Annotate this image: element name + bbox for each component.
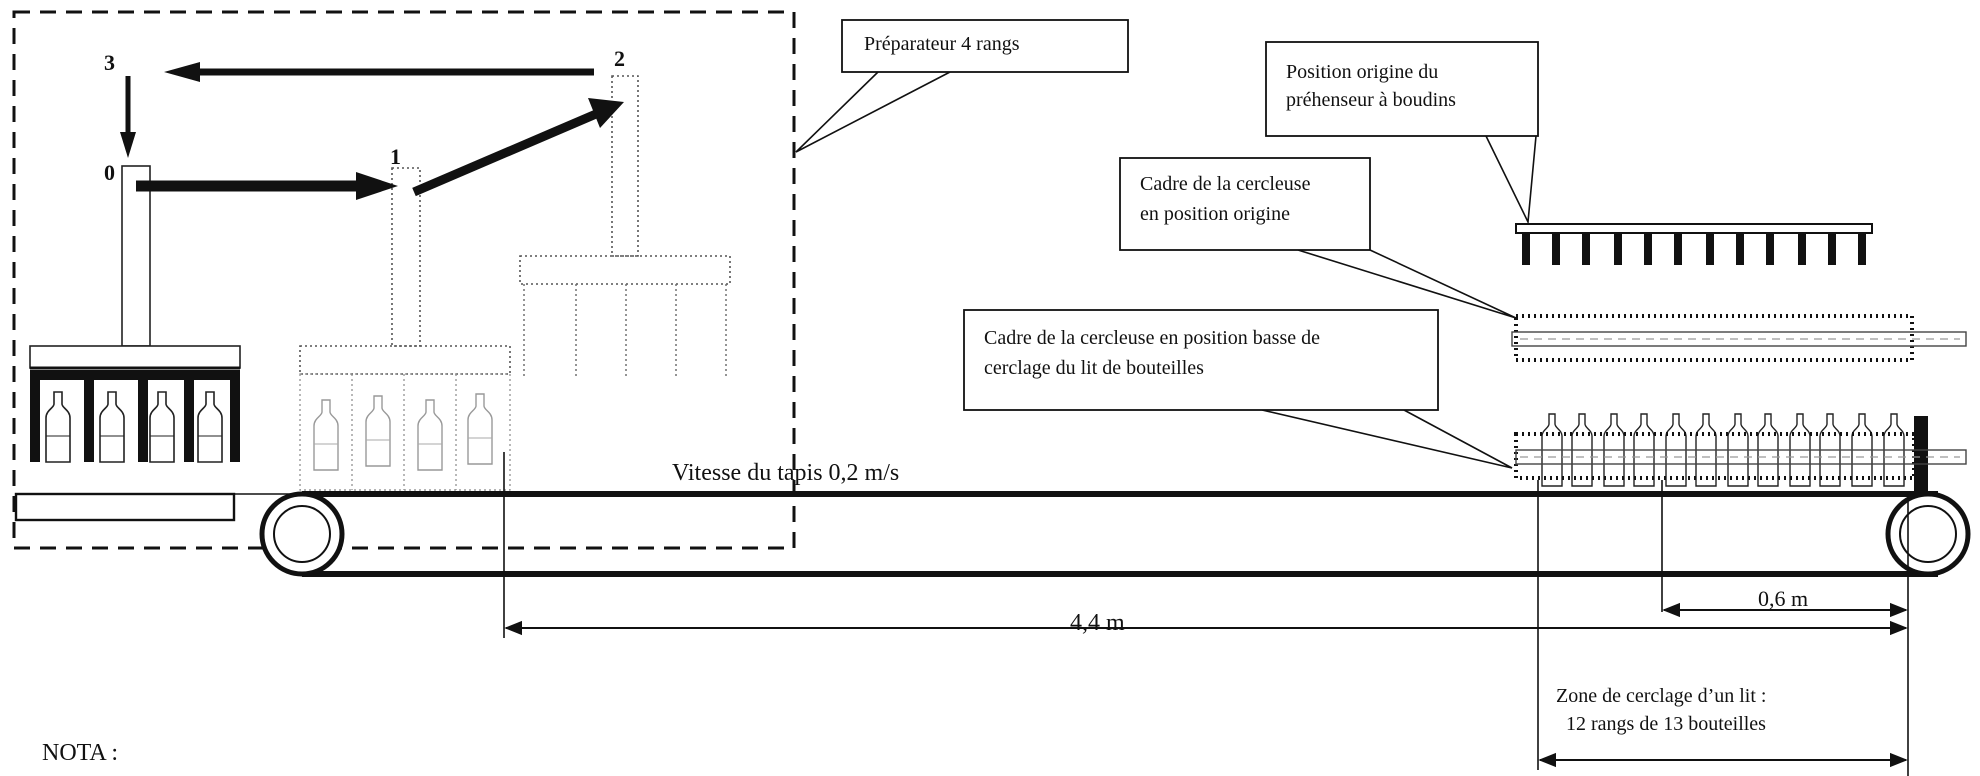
zone-label-line1: Zone de cerclage d’un lit : — [1556, 685, 1766, 707]
callout-preparateur: Préparateur 4 rangs — [795, 19, 1129, 153]
bottle-bed — [1514, 413, 1967, 492]
dimension-lines — [503, 452, 1909, 776]
dimension-long-label: 4,4 m — [1070, 610, 1125, 636]
preparateur-label: Préparateur 4 rangs — [864, 33, 1020, 55]
position-label-1: 1 — [390, 144, 401, 169]
gripper-origin-line2: préhenseur à boudins — [1286, 89, 1456, 111]
gripper-position-1 — [299, 167, 511, 491]
zone-label-line2: 12 rangs de 13 bouteilles — [1566, 713, 1766, 735]
dimension-short-label: 0,6 m — [1758, 586, 1808, 611]
boudin-gripper-origin — [1515, 223, 1873, 265]
position-label-0: 0 — [104, 160, 115, 185]
callout-frame-low: Cadre de la cercleuse en position basse … — [963, 309, 1513, 469]
position-label-2: 2 — [614, 46, 625, 71]
position-label-3: 3 — [104, 50, 115, 75]
preparateur-frame — [12, 10, 796, 550]
nota-label: NOTA : — [42, 740, 118, 766]
motion-cycle-arrows — [120, 62, 624, 200]
frame-low-line1: Cadre de la cercleuse en position basse … — [984, 327, 1320, 349]
callout-gripper-origin: Position origine du préhenseur à boudins — [1265, 41, 1539, 225]
frame-origin-line2: en position origine — [1140, 203, 1290, 225]
strapping-frame-origin — [1511, 314, 1967, 362]
gripper-position-2 — [519, 75, 731, 376]
conveyor-speed-label: Vitesse du tapis 0,2 m/s — [672, 460, 899, 486]
callout-frame-origin: Cadre de la cercleuse en position origin… — [1119, 157, 1517, 319]
frame-low-line2: cerclage du lit de bouteilles — [984, 357, 1204, 379]
conveyor-belt — [259, 491, 1971, 577]
gripper-origin-line1: Position origine du — [1286, 61, 1438, 83]
gripper-position-0 — [14, 165, 300, 522]
frame-origin-line1: Cadre de la cercleuse — [1140, 173, 1311, 195]
